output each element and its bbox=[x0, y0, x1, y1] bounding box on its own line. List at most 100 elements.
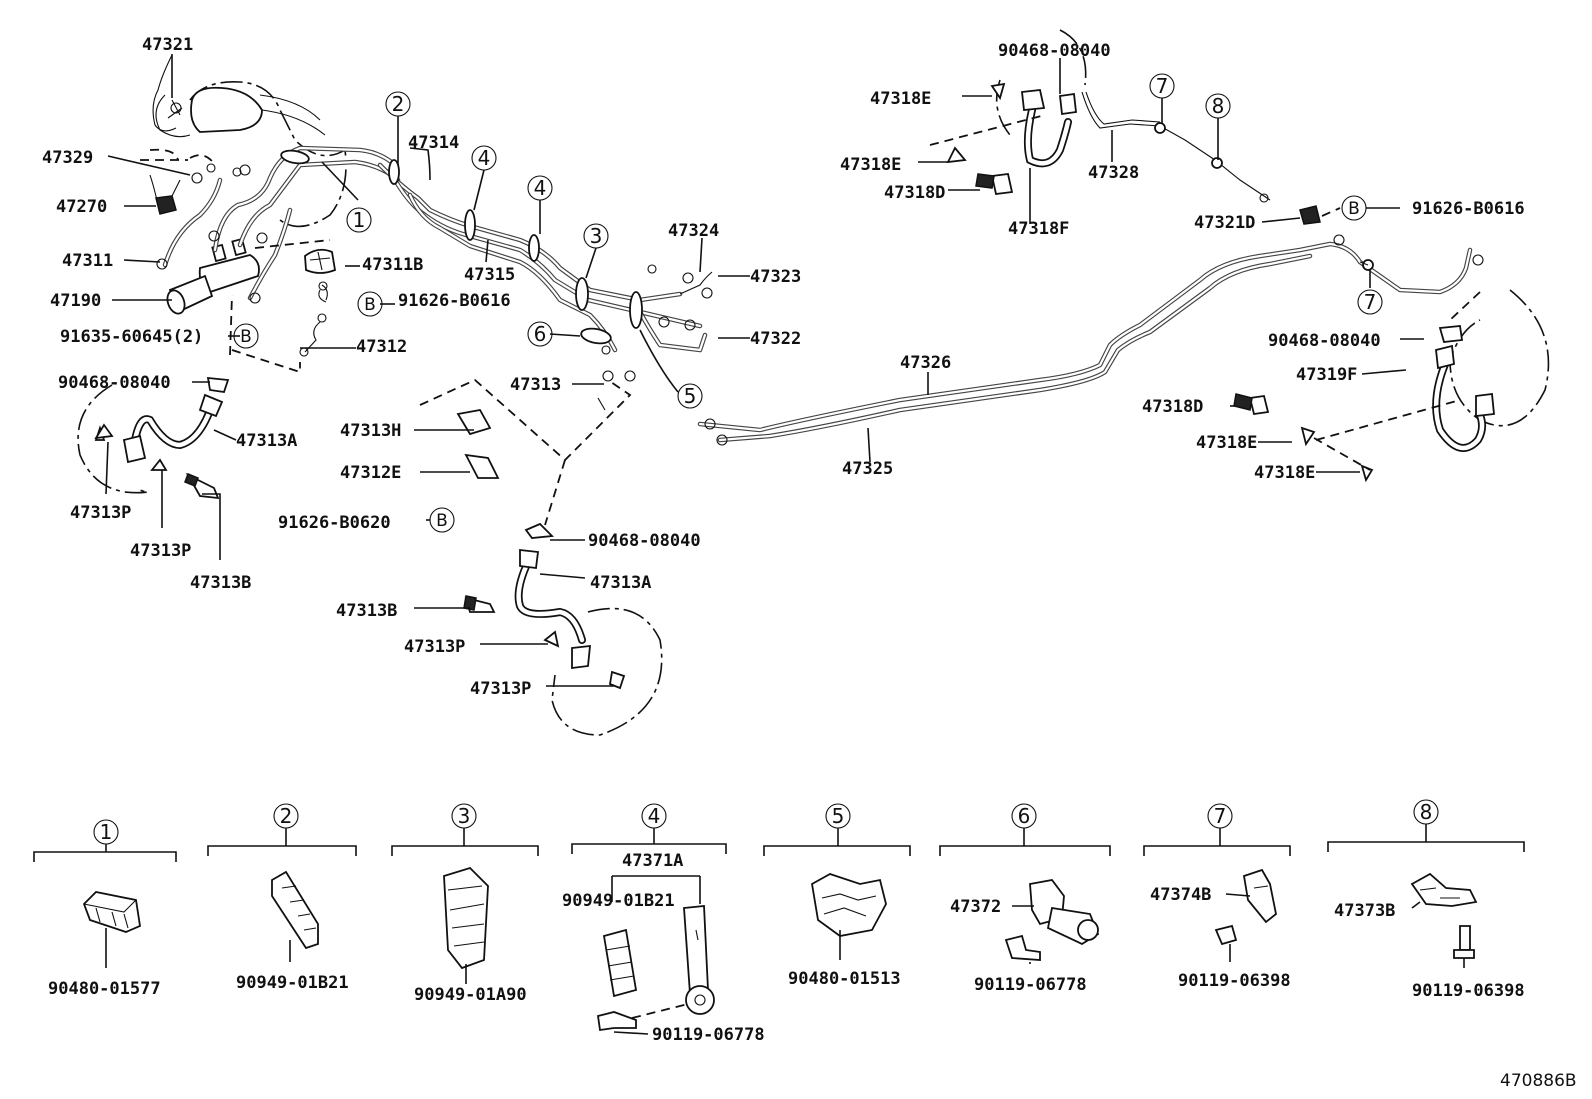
svg-text:2: 2 bbox=[280, 804, 293, 828]
legend-part-90949-01B21-b: 90949-01B21 bbox=[562, 891, 675, 911]
svg-text:8: 8 bbox=[1212, 94, 1225, 118]
legend-part-90949-01A90: 90949-01A90 bbox=[414, 985, 527, 1005]
callout-4a: 4 bbox=[471, 145, 497, 171]
label-47321D: 47321D bbox=[1194, 213, 1255, 233]
front-left-hose bbox=[77, 376, 230, 500]
label-47313A-b: 47313A bbox=[590, 573, 651, 593]
svg-text:4: 4 bbox=[478, 146, 491, 170]
label-47311: 47311 bbox=[62, 251, 113, 271]
label-47313A-a: 47313A bbox=[236, 431, 297, 451]
legend-part-47373B: 47373B bbox=[1334, 901, 1395, 921]
callout-5: 5 bbox=[677, 383, 703, 409]
svg-text:3: 3 bbox=[590, 224, 603, 248]
leader-lines bbox=[105, 54, 1424, 687]
legend-part-90949-01B21-a: 90949-01B21 bbox=[236, 973, 349, 993]
legend-group-7: 7 47374B 90119-06398 bbox=[1143, 803, 1291, 991]
callouts: 1 2 4 4 3 6 5 7 8 7 B B B B bbox=[233, 73, 1383, 533]
svg-text:7: 7 bbox=[1364, 290, 1377, 314]
front-right-hose bbox=[456, 408, 663, 736]
label-47318F: 47318F bbox=[1008, 219, 1069, 239]
label-91626-B0620: 91626-B0620 bbox=[278, 513, 391, 533]
svg-text:4: 4 bbox=[534, 176, 547, 200]
svg-text:7: 7 bbox=[1214, 804, 1227, 828]
label-47329: 47329 bbox=[42, 148, 93, 168]
svg-text:6: 6 bbox=[1018, 804, 1031, 828]
label-47324: 47324 bbox=[668, 221, 719, 241]
svg-text:B: B bbox=[240, 327, 252, 347]
label-90468-08040-c: 90468-08040 bbox=[998, 41, 1111, 61]
label-91635-60645: 91635-60645(2) bbox=[60, 327, 203, 347]
svg-text:7: 7 bbox=[1156, 74, 1169, 98]
label-47326: 47326 bbox=[900, 353, 951, 373]
legend-part-90480-01513: 90480-01513 bbox=[788, 969, 901, 989]
label-47315: 47315 bbox=[464, 265, 515, 285]
legend-group-5: 5 90480-01513 bbox=[763, 803, 911, 989]
label-47312: 47312 bbox=[356, 337, 407, 357]
svg-text:6: 6 bbox=[534, 322, 547, 346]
figure-code: 470886B bbox=[1500, 1071, 1577, 1091]
center-pipe-bundle bbox=[280, 149, 713, 526]
rear-lines bbox=[697, 91, 1484, 446]
label-47313B-a: 47313B bbox=[190, 573, 251, 593]
legend-part-90119-06398-a: 90119-06398 bbox=[1178, 971, 1291, 991]
label-91626-B0616-b: 91626-B0616 bbox=[1412, 199, 1525, 219]
legend-part-47374B: 47374B bbox=[1150, 885, 1211, 905]
rear-upper-hose bbox=[929, 29, 1087, 195]
label-47319F: 47319F bbox=[1296, 365, 1357, 385]
legend-group-2: 2 90949-01B21 bbox=[207, 803, 357, 993]
label-90468-08040-d: 90468-08040 bbox=[1268, 331, 1381, 351]
callout-b-a: B bbox=[233, 323, 259, 349]
svg-text:5: 5 bbox=[832, 804, 845, 828]
callout-1: 1 bbox=[346, 207, 372, 233]
svg-text:1: 1 bbox=[100, 820, 113, 844]
svg-text:B: B bbox=[436, 511, 448, 531]
label-90468-08040-b: 90468-08040 bbox=[588, 531, 701, 551]
svg-text:B: B bbox=[364, 295, 376, 315]
master-cylinder-group bbox=[140, 54, 401, 374]
svg-text:1: 1 bbox=[353, 208, 366, 232]
svg-text:4: 4 bbox=[648, 804, 661, 828]
label-47313P-b: 47313P bbox=[130, 541, 191, 561]
callout-7b: 7 bbox=[1357, 289, 1383, 315]
label-47318E-a: 47318E bbox=[870, 89, 931, 109]
label-47318D-b: 47318D bbox=[1142, 397, 1203, 417]
label-47314: 47314 bbox=[408, 133, 459, 153]
svg-text:B: B bbox=[1348, 199, 1360, 219]
svg-text:5: 5 bbox=[684, 384, 697, 408]
legend-part-47371A: 47371A bbox=[622, 851, 683, 871]
label-47313P-a: 47313P bbox=[70, 503, 131, 523]
legend-group-4: 4 47371A 90949-01B21 90119-06778 bbox=[562, 803, 765, 1045]
label-47318D-a: 47318D bbox=[884, 183, 945, 203]
svg-text:8: 8 bbox=[1420, 800, 1433, 824]
callout-4b: 4 bbox=[527, 175, 553, 201]
label-90468-08040-a: 90468-08040 bbox=[58, 373, 171, 393]
label-47313P-c: 47313P bbox=[404, 637, 465, 657]
label-47318E-b: 47318E bbox=[840, 155, 901, 175]
label-47313: 47313 bbox=[510, 375, 561, 395]
label-47321: 47321 bbox=[142, 35, 193, 55]
label-47313B-b: 47313B bbox=[336, 601, 397, 621]
label-91626-B0616-a: 91626-B0616 bbox=[398, 291, 511, 311]
legend: 1 90480-01577 2 90949-01B21 3 90949-01A9… bbox=[33, 799, 1525, 1045]
label-47311B: 47311B bbox=[362, 255, 423, 275]
label-47325: 47325 bbox=[842, 459, 893, 479]
legend-part-90480-01577: 90480-01577 bbox=[48, 979, 161, 999]
label-47322: 47322 bbox=[750, 329, 801, 349]
part-labels: 47321 47329 47270 47311 47190 91635-6064… bbox=[42, 35, 1525, 699]
legend-part-90119-06398-b: 90119-06398 bbox=[1412, 981, 1525, 1001]
legend-part-90119-06778-a: 90119-06778 bbox=[652, 1025, 765, 1045]
label-47318E-d: 47318E bbox=[1254, 463, 1315, 483]
legend-group-3: 3 90949-01A90 bbox=[391, 803, 539, 1005]
callout-8: 8 bbox=[1205, 93, 1231, 119]
callout-3: 3 bbox=[583, 223, 609, 249]
legend-group-8: 8 47373B 90119-06398 bbox=[1327, 799, 1525, 1001]
callout-2: 2 bbox=[385, 91, 411, 117]
legend-part-47372: 47372 bbox=[950, 897, 1001, 917]
rear-lower-hose bbox=[1233, 205, 1550, 483]
label-47313P-d: 47313P bbox=[470, 679, 531, 699]
callout-6: 6 bbox=[527, 321, 553, 347]
callout-b-c: B bbox=[429, 507, 455, 533]
label-47313H: 47313H bbox=[340, 421, 401, 441]
legend-group-6: 6 47372 90119-06778 bbox=[939, 803, 1111, 995]
